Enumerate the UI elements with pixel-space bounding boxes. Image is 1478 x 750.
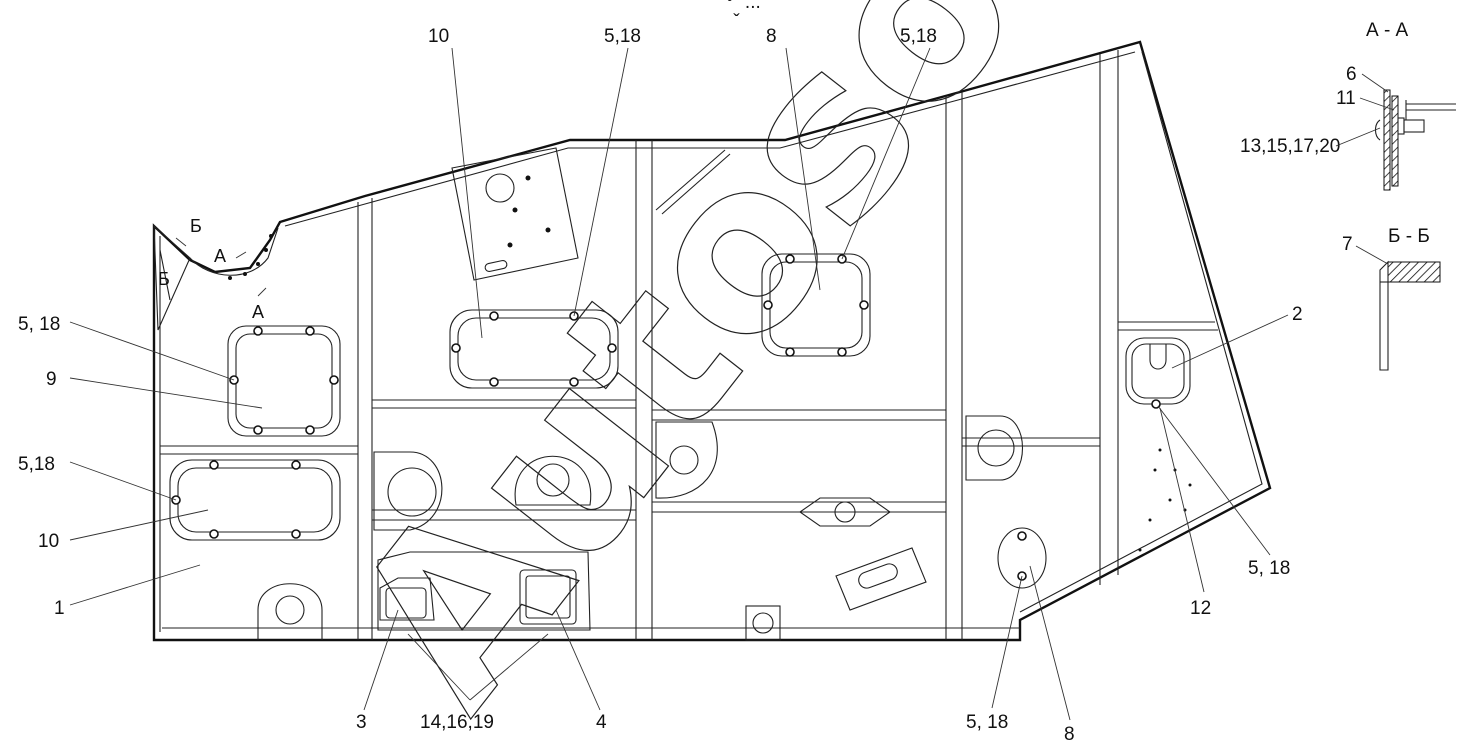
bottom-bay: [377, 551, 591, 631]
callout-labels: 10 5,18 8 5,18 5, 18 9 5,18 10 1 2 12 5,…: [18, 26, 1303, 745]
callout-4: 4: [596, 712, 607, 733]
callout-3: 3: [356, 712, 367, 733]
slotted-plate: [835, 547, 927, 611]
cover-2: [1125, 337, 1191, 409]
callout-5-18-top-b: 5,18: [900, 26, 937, 47]
section-marks: Б Б А А: [158, 216, 267, 322]
callout-5-18-right: 5, 18: [1248, 558, 1290, 579]
vertical-members: [357, 50, 1119, 640]
leader-lines: [69, 47, 1289, 721]
diamond-bracket: [799, 497, 891, 527]
cover-8-bottom: [997, 527, 1047, 589]
watermark: Autosoft: [303, 0, 1200, 750]
section-b-b-title: Б - Б: [1388, 226, 1430, 247]
section-mark-b-top: Б: [190, 216, 202, 236]
callout-5-18-top-a: 5,18: [604, 26, 641, 47]
callout-5-18-left-a: 5, 18: [18, 314, 60, 335]
section-b-b: Б - Б 7: [1342, 226, 1441, 371]
section-b-b-callout-7: 7: [1342, 234, 1353, 255]
diagonal-strut: [655, 149, 731, 215]
left-gusset: [153, 224, 191, 331]
section-mark-a-bottom: А: [252, 302, 264, 322]
callout-8-top: 8: [766, 26, 777, 47]
section-a-a-callout-13: 13,15,17,20: [1240, 136, 1340, 157]
callout-1: 1: [54, 598, 65, 619]
callout-5-18-bottom: 5, 18: [966, 712, 1008, 733]
callout-9: 9: [46, 369, 57, 390]
section-mark-b-bottom: Б: [158, 269, 170, 289]
header-mark: ˚ˬ ∙∙∙: [727, 0, 761, 17]
box-4: [519, 569, 577, 625]
section-a-a-title: А - А: [1366, 20, 1409, 41]
cover-8-top: [761, 253, 871, 357]
cover-9: [227, 325, 341, 437]
cover-10-left: [169, 459, 341, 541]
callout-5-18-left-b: 5,18: [18, 454, 55, 475]
callout-10-left: 10: [38, 531, 59, 552]
section-a-a: А - А 6 11 13,15,17,20: [1240, 20, 1456, 191]
cover-10-top: [449, 309, 619, 389]
rivet-field: [1138, 448, 1192, 552]
box-3: [379, 577, 435, 621]
callout-10-top: 10: [428, 26, 449, 47]
section-a-a-callout-6: 6: [1346, 64, 1357, 85]
section-mark-a-top: А: [214, 246, 226, 266]
panel-outline: [152, 40, 1272, 642]
callout-8-bottom: 8: [1064, 724, 1075, 745]
callout-14-16-19: 14,16,19: [420, 712, 494, 733]
horizontal-members: [160, 321, 1218, 521]
notch-flange: [189, 227, 279, 280]
round-flanges: [257, 415, 1024, 641]
callout-2: 2: [1292, 304, 1303, 325]
mount-plate: [451, 147, 579, 281]
section-a-a-callout-11: 11: [1336, 88, 1356, 109]
callout-12: 12: [1190, 598, 1211, 619]
